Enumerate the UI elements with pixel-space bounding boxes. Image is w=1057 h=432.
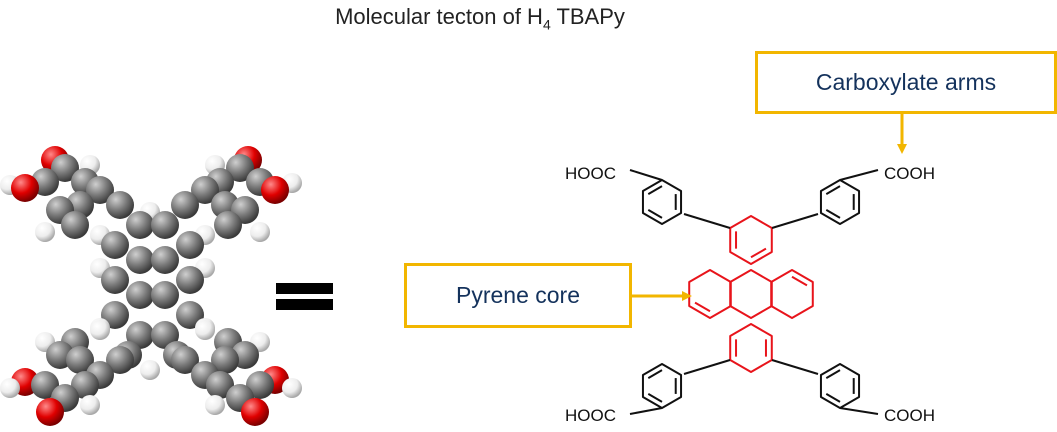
pyrene-ring-top (729, 215, 773, 265)
hydrogen-atom (0, 378, 20, 398)
carbon-atom (176, 266, 204, 294)
carbon-atom (66, 346, 94, 374)
equals-sign-icon (276, 283, 333, 294)
hydrogen-atom (205, 395, 225, 415)
carbon-atom (126, 211, 154, 239)
bond-core-phenyl-bottom-right (771, 359, 819, 375)
oxygen-atom (261, 176, 289, 204)
carbon-atom (211, 346, 239, 374)
hydrogen-atom (90, 320, 110, 340)
phenyl-ring-bottom-right-double-bond (825, 393, 841, 403)
carbon-atom (71, 371, 99, 399)
oxygen-atom (11, 174, 39, 202)
phenyl-ring-top-right-double-bond (825, 185, 841, 195)
label-top-right-cooh: COOH (884, 164, 935, 183)
bond-core-phenyl-top-right (771, 213, 819, 229)
carbon-atom (126, 281, 154, 309)
space-filling-molecule-model (0, 146, 302, 426)
hydrogen-atom (282, 378, 302, 398)
bond-cooh-bottom-left (629, 407, 663, 415)
label-top-left-hooc: HOOC (565, 164, 616, 183)
phenyl-ring-top-right-double-bond (825, 209, 841, 219)
carbon-atom (214, 211, 242, 239)
bond-core-phenyl-top-left (683, 213, 731, 229)
pyrene-ring-left-double-bond (694, 301, 711, 313)
phenyl-ring-bottom-left-double-bond (647, 393, 663, 403)
carbon-atom (176, 231, 204, 259)
phenyl-ring-top-right (819, 179, 861, 225)
carbon-atom (151, 211, 179, 239)
label-bottom-left-hooc: HOOC (565, 406, 616, 425)
phenyl-ring-top-left-double-bond (647, 185, 663, 195)
carbon-atom (246, 371, 274, 399)
carbon-atom (126, 246, 154, 274)
phenyl-ring-top-left (641, 179, 683, 225)
pyrene-ring-bottom (729, 323, 773, 373)
bond-core-phenyl-bottom-left (683, 359, 731, 375)
figure-title: Molecular tecton of H4 TBAPy (335, 4, 625, 33)
label-bottom-right-cooh: COOH (884, 406, 935, 425)
phenyl-ring-bottom-left-double-bond (647, 369, 663, 379)
carbon-atom (191, 176, 219, 204)
carbon-atom (106, 346, 134, 374)
oxygen-atom (36, 398, 64, 426)
carbon-atom (151, 246, 179, 274)
carbon-atom (101, 231, 129, 259)
bond-cooh-top-right (839, 169, 879, 181)
carbon-atom (226, 154, 254, 182)
hydrogen-atom (250, 222, 270, 242)
pyrene-ring-center (729, 269, 773, 319)
hydrogen-atom (35, 222, 55, 242)
hydrogen-atom (195, 320, 215, 340)
carbon-atom (206, 371, 234, 399)
carbon-atom (171, 191, 199, 219)
hydrogen-atom (80, 395, 100, 415)
carboxylate-arms-callout: Carboxylate arms (755, 51, 1057, 114)
carbon-atom (86, 176, 114, 204)
carbon-atom (51, 154, 79, 182)
oxygen-atom (241, 398, 269, 426)
equals-sign-icon-lower-bar (276, 299, 333, 310)
carbon-atom (61, 211, 89, 239)
hydrogen-atom (140, 360, 160, 380)
bond-cooh-bottom-right (839, 407, 879, 415)
carbon-atom (31, 371, 59, 399)
carbon-atom (151, 281, 179, 309)
pyrene-ring-right-double-bond (791, 275, 808, 287)
pyrene-ring-top-double-bond (750, 247, 767, 259)
phenyl-ring-top-left-double-bond (647, 209, 663, 219)
carbon-atom (171, 346, 199, 374)
phenyl-ring-bottom-right-double-bond (825, 369, 841, 379)
carbon-atom (101, 266, 129, 294)
bond-cooh-top-left (629, 169, 663, 181)
structural-formula (629, 169, 879, 415)
carbon-atom (106, 191, 134, 219)
pyrene-core-callout: Pyrene core (404, 263, 632, 328)
